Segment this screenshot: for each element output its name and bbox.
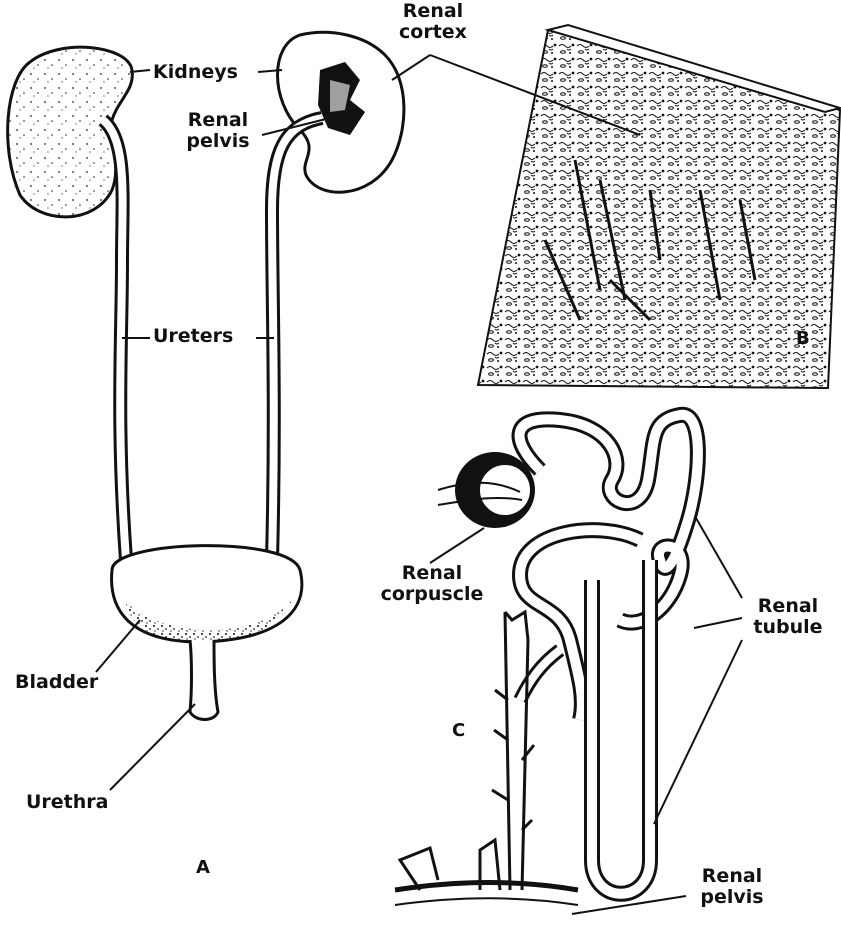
tissue-block bbox=[455, 25, 840, 388]
cortex-leader-2 bbox=[392, 55, 430, 80]
panel-label-a: A bbox=[196, 857, 210, 878]
renal-tubule bbox=[520, 415, 698, 894]
label-urethra: Urethra bbox=[26, 792, 109, 813]
collecting-duct bbox=[400, 612, 534, 890]
label-kidneys: Kidneys bbox=[153, 62, 238, 83]
label-bladder: Bladder bbox=[15, 672, 98, 693]
label-renal-pelvis-bottom: Renal pelvis bbox=[688, 866, 776, 908]
panel-label-b: B bbox=[796, 328, 810, 349]
bladder bbox=[112, 546, 302, 642]
right-kidney bbox=[278, 32, 404, 192]
renal-corpuscle bbox=[438, 452, 535, 528]
label-renal-corpuscle: Renal corpuscle bbox=[372, 563, 492, 605]
label-renal-tubule: Renal tubule bbox=[740, 596, 836, 638]
label-ureters: Ureters bbox=[153, 326, 233, 347]
panel-label-c: C bbox=[452, 720, 465, 741]
label-renal-cortex: Renal cortex bbox=[393, 1, 473, 43]
urethra bbox=[190, 640, 218, 720]
pelvis-wall bbox=[395, 883, 578, 906]
label-renal-pelvis-top: Renal pelvis bbox=[178, 110, 258, 152]
